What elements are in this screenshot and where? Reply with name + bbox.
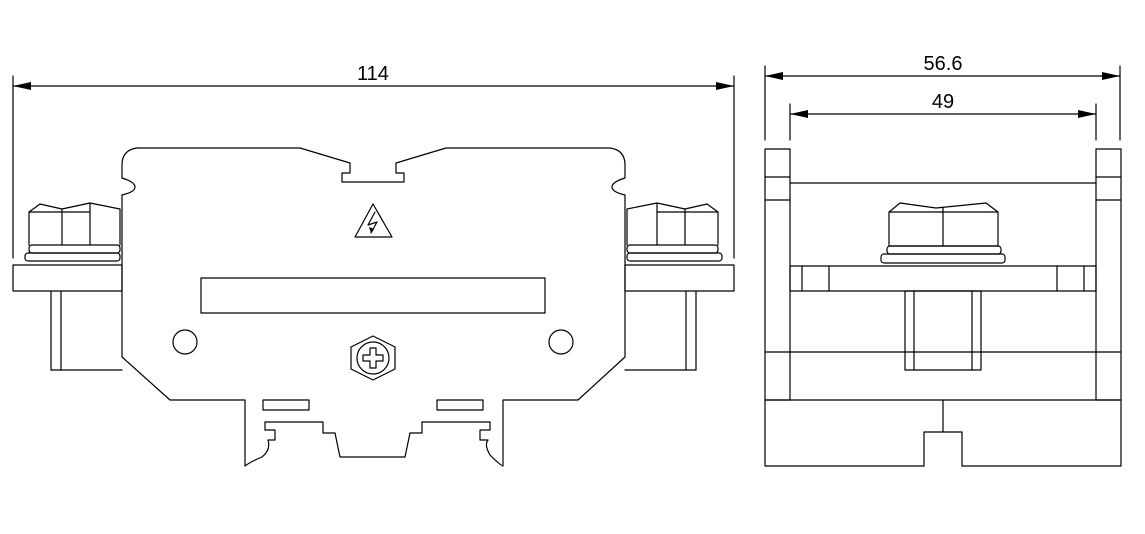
dimension-label-side-outer: 56.6 — [924, 53, 963, 75]
phillips-screw-icon — [350, 335, 396, 381]
dimension-overall-width: 114 — [12, 63, 735, 259]
side-nut — [880, 202, 1006, 264]
dimension-label-overall: 114 — [357, 63, 389, 85]
mounting-hole-left — [172, 329, 198, 355]
side-wall-left — [764, 148, 791, 401]
rail-slot-left — [262, 399, 310, 411]
side-view: 56.6 49 — [764, 53, 1122, 467]
side-stud — [904, 290, 982, 371]
housing-outline — [121, 147, 626, 467]
high-voltage-warning-icon — [354, 203, 393, 238]
left-terminal-assembly — [12, 202, 123, 371]
side-base — [764, 399, 1122, 467]
dimension-side-outer: 56.6 — [764, 53, 1121, 141]
mounting-hole-right — [548, 329, 574, 355]
marker-label-strip — [200, 277, 546, 314]
rail-slot-right — [436, 399, 484, 411]
right-terminal-assembly — [624, 202, 735, 371]
front-view: 114 — [12, 63, 735, 467]
clamp-plate — [789, 265, 1097, 292]
side-wall-right — [1095, 148, 1122, 401]
dimension-label-side-inner: 49 — [932, 91, 954, 113]
dimension-side-inner: 49 — [789, 91, 1097, 141]
